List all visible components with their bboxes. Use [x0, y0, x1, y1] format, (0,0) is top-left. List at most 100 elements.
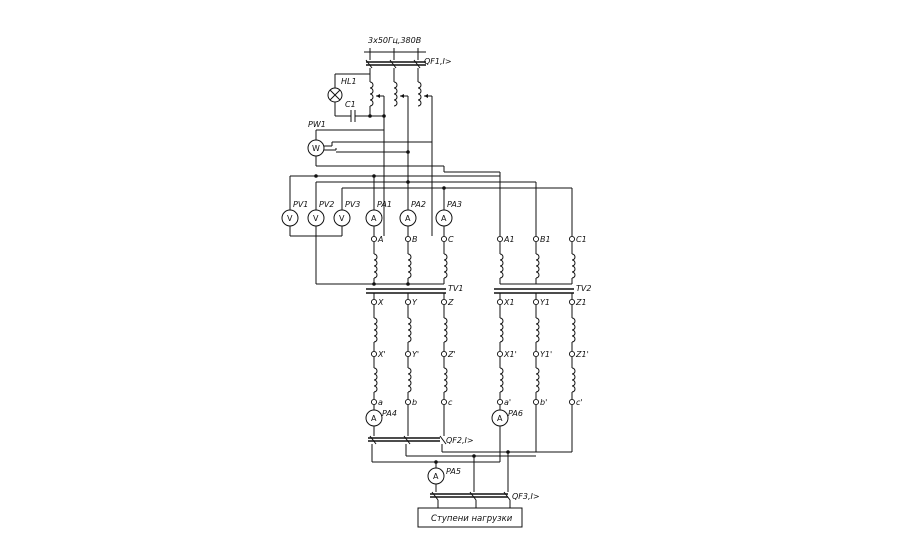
- tv2-secondary-coil-c: [571, 317, 576, 343]
- distribution-buses: [289, 165, 573, 285]
- tv2-primary-c: C1: [576, 235, 587, 244]
- terminal: [568, 350, 576, 358]
- tv1-primary-a: A: [377, 235, 383, 244]
- terminal: [404, 350, 412, 358]
- tv1-secondary-coil-a: [373, 317, 378, 343]
- ammeters-top: A PA1 A PA2 A PA3: [365, 182, 462, 236]
- terminal: [370, 298, 378, 306]
- qf2-contact-c: [439, 435, 447, 445]
- terminal: [496, 235, 504, 243]
- tv2-tap-y: Y1': [540, 350, 552, 359]
- terminal: [568, 235, 576, 243]
- junction-dot: [406, 282, 410, 286]
- terminal: [404, 235, 412, 243]
- tv2-primary-a: A1: [503, 235, 515, 244]
- qf2-contact-b: [403, 435, 411, 445]
- qf1-contact-a: [365, 59, 373, 69]
- tv1-out-b: b: [412, 398, 417, 407]
- tv2-tap-coil-b: [535, 367, 540, 393]
- voltmeter-pv1-icon: [281, 209, 299, 227]
- qf1-contact-c: [413, 59, 421, 69]
- tv1-secondary-x: X: [377, 298, 384, 307]
- tv2-label: TV2: [576, 284, 591, 293]
- junction-dot: [368, 114, 372, 118]
- lamp-label: HL1: [341, 77, 357, 86]
- qf1-label: QF1,I>: [424, 57, 452, 66]
- ammeter-symbol: A: [371, 214, 377, 223]
- terminal: [532, 235, 540, 243]
- terminal: [568, 398, 576, 406]
- tv2-primary-coil-b: [535, 253, 540, 279]
- terminal: [440, 398, 448, 406]
- capacitor-label: C1: [345, 100, 356, 109]
- tv1-secondary-y: Y: [412, 298, 418, 307]
- qf1-contact-b: [389, 59, 397, 69]
- terminal: [440, 298, 448, 306]
- terminal: [370, 235, 378, 243]
- pv3-label: PV3: [345, 200, 360, 209]
- tv1-label: TV1: [448, 284, 463, 293]
- pa2-label: PA2: [411, 200, 426, 209]
- terminal: [370, 398, 378, 406]
- tv2-secondary-coil-b: [535, 317, 540, 343]
- tv1-out-a: a: [378, 398, 383, 407]
- tv1-primary-c: C: [448, 235, 454, 244]
- tv2-out-b: b': [540, 398, 547, 407]
- junction-dot: [372, 282, 376, 286]
- load-box: [417, 507, 523, 528]
- qf1-trip-coil-c: [417, 81, 422, 107]
- supply-section: 3x50Гц,380В QF1,I>: [364, 36, 452, 236]
- qf2-label: QF2,I>: [446, 436, 474, 445]
- tv2-out-c: c': [576, 398, 583, 407]
- tv2-tap-z: Z1': [575, 350, 589, 359]
- tv2-secondary-x: X1: [503, 298, 515, 307]
- tv1-primary-coil-a: [373, 253, 378, 279]
- voltmeter-symbol: V: [313, 214, 319, 223]
- ammeter-symbol: A: [497, 414, 503, 423]
- tv1-tap-coil-b: [407, 367, 412, 393]
- terminal: [496, 350, 504, 358]
- transformer-tv1: A B C TV1 X Y Z: [366, 235, 463, 407]
- pv1-label: PV1: [293, 200, 308, 209]
- terminal: [404, 398, 412, 406]
- junction-dot: [314, 174, 318, 178]
- tv1-out-c: c: [448, 398, 453, 407]
- terminal: [440, 350, 448, 358]
- tv2-tap-coil-c: [571, 367, 576, 393]
- qf3-contact-b: [469, 491, 477, 501]
- terminal: [496, 398, 504, 406]
- tv2-primary-b: B1: [540, 235, 551, 244]
- pv2-label: PV2: [319, 200, 334, 209]
- tv2-out-a: a': [504, 398, 511, 407]
- voltmeter-pv2-icon: [307, 209, 325, 227]
- tv2-primary-coil-c: [571, 253, 576, 279]
- tv2-tap-x: X1': [503, 350, 517, 359]
- qf3-contact-a: [431, 491, 439, 501]
- qf1-trip-coil-b: [393, 81, 398, 107]
- wattmeter-section: W PW1: [307, 120, 433, 236]
- terminal: [532, 398, 540, 406]
- qf3-contact-c: [503, 491, 511, 501]
- terminal: [496, 298, 504, 306]
- tv2-primary-coil-a: [499, 253, 504, 279]
- pa6-label: PA6: [508, 409, 523, 418]
- trip-arrowhead-c: [424, 94, 428, 98]
- pa4-label: PA4: [382, 409, 397, 418]
- wattmeter-label: PW1: [308, 120, 326, 129]
- terminal: [404, 298, 412, 306]
- pa5-label: PA5: [446, 467, 461, 476]
- transformer-tv2: A1 B1 C1 TV2 X1 Y1 Z1: [494, 235, 591, 407]
- terminal: [568, 298, 576, 306]
- ammeter-symbol: A: [433, 472, 439, 481]
- terminal: [532, 298, 540, 306]
- tv1-primary-b: B: [412, 235, 418, 244]
- tv1-tap-z: Z': [447, 350, 456, 359]
- tv1-secondary-coil-c: [443, 317, 448, 343]
- terminal: [370, 350, 378, 358]
- signal-section: HL1 C1: [327, 73, 386, 122]
- terminal: [532, 350, 540, 358]
- trip-arrowhead-b: [400, 94, 404, 98]
- tv1-secondary-coil-b: [407, 317, 412, 343]
- ammeter-symbol: A: [441, 214, 447, 223]
